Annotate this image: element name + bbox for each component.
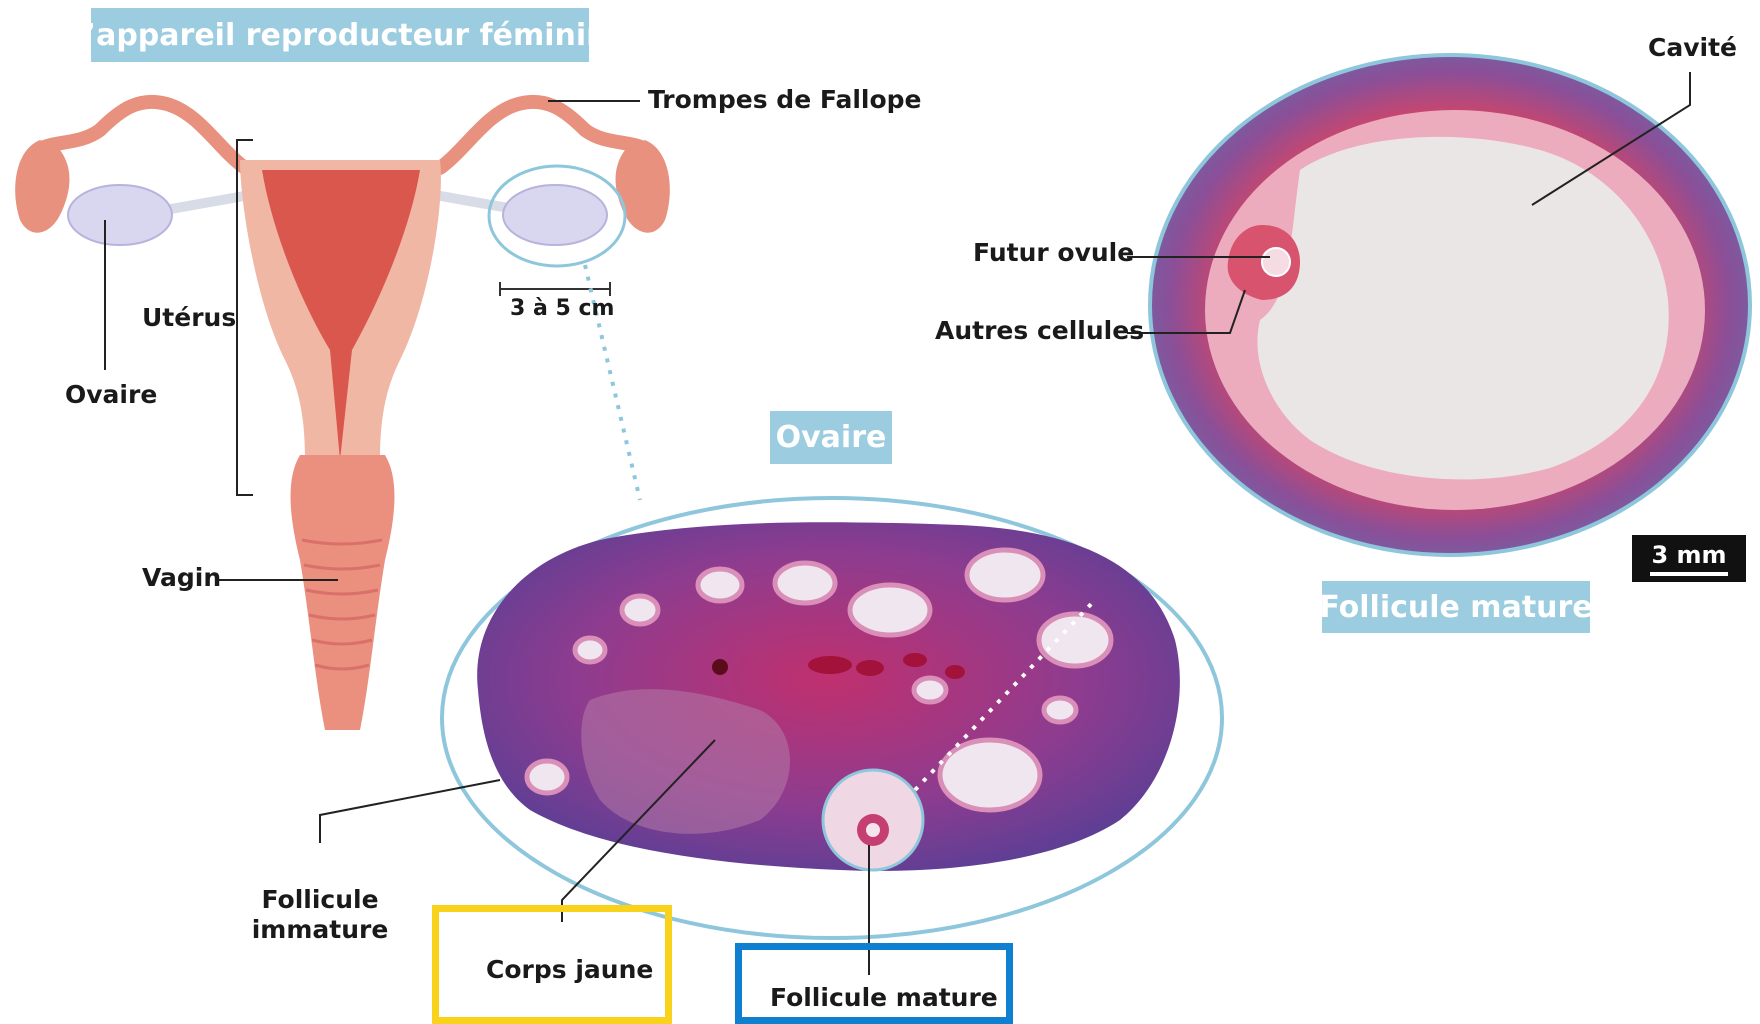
ovaire-banner: Ovaire	[770, 411, 892, 464]
title-banner: L’appareil reproducteur féminin	[91, 8, 589, 62]
ovaire-banner-text: Ovaire	[776, 420, 887, 455]
label-follicule-immature: Follicule immature	[240, 885, 400, 945]
label-cavite: Cavité	[1648, 33, 1737, 63]
scale-bar-text: 3 mm	[1651, 541, 1726, 569]
label-follicule-immature-line2: immature	[240, 915, 400, 945]
label-scale-ovary: 3 à 5 cm	[510, 296, 614, 322]
label-ovaire: Ovaire	[65, 380, 157, 410]
scale-bar-line	[1650, 572, 1728, 576]
label-uterus: Utérus	[142, 303, 236, 333]
follicule-mature-banner-text: Follicule mature	[1319, 590, 1592, 625]
label-follicule-mature-bottom: Follicule mature	[770, 983, 998, 1013]
mature-follicle-micrograph	[1127, 55, 1750, 555]
ovary-section	[320, 498, 1222, 975]
title-text: L’appareil reproducteur féminin	[72, 18, 607, 53]
label-trompes: Trompes de Fallope	[648, 85, 922, 115]
label-futur-ovule: Futur ovule	[973, 238, 1134, 268]
label-autres-cellules: Autres cellules	[935, 316, 1144, 346]
scale-bar-follicle: 3 mm	[1632, 535, 1746, 582]
label-corps-jaune: Corps jaune	[486, 955, 653, 985]
label-follicule-immature-line1: Follicule	[240, 885, 400, 915]
follicule-mature-banner: Follicule mature	[1322, 581, 1590, 633]
label-vagin: Vagin	[142, 563, 221, 593]
